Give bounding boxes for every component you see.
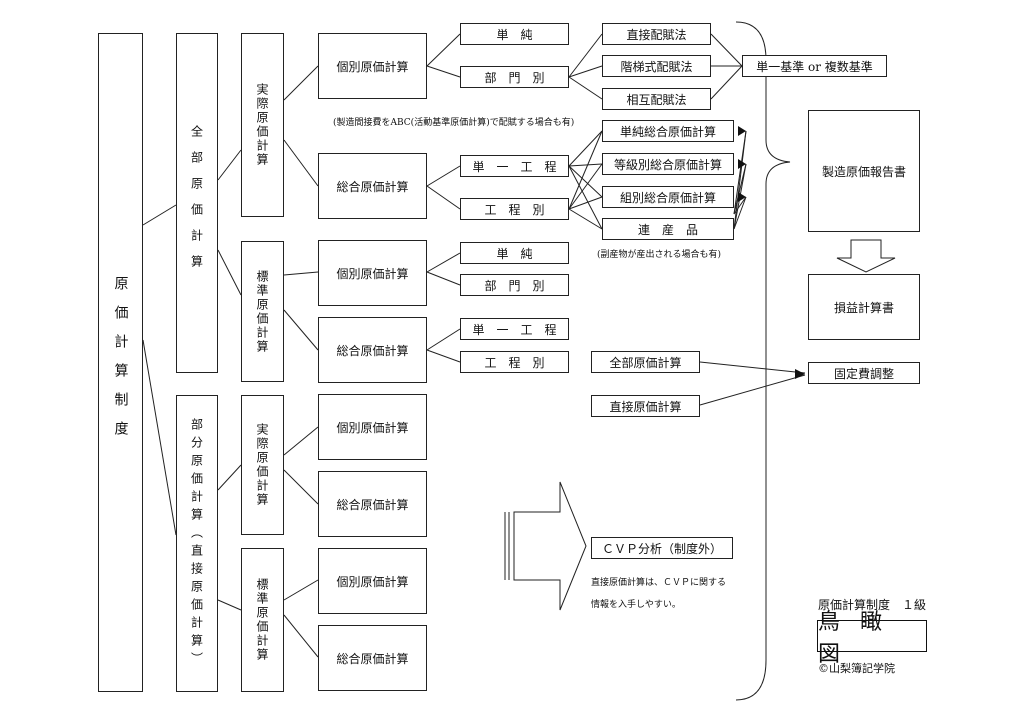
- full-cost-label: 全部原価計算: [189, 125, 204, 281]
- department-box-1: 部 門 別: [460, 66, 569, 88]
- actual-full-label: 実際原価計算: [255, 83, 269, 167]
- label: ＣＶＰ分析（制度外）: [601, 541, 722, 556]
- simple-box-1: 単 純: [460, 23, 569, 45]
- label: 直接原価計算: [609, 399, 682, 414]
- copyright: ©山梨簿記学院: [818, 662, 895, 675]
- group-process-box: 組別総合原価計算: [602, 186, 734, 208]
- direct-cost-calc-box: 直接原価計算: [591, 395, 700, 417]
- label: 直接配賦法: [626, 27, 687, 42]
- label: 階梯式配賦法: [620, 59, 693, 74]
- process-actual-full: 総合原価計算: [318, 153, 427, 219]
- footer-title: 鳥瞰図: [818, 610, 903, 667]
- label: 単 一 工 程: [472, 322, 557, 337]
- joint-products-box: 連 産 品: [602, 218, 734, 240]
- standard-partial-box: 標準原価計算: [241, 548, 284, 692]
- grade-process-box: 等級別総合原価計算: [602, 153, 734, 175]
- label: 総合原価計算: [336, 179, 409, 194]
- fixed-cost-adjust-box: 固定費調整: [808, 362, 920, 384]
- label: 単一基準 or 複数基準: [756, 59, 873, 74]
- label: 単純総合原価計算: [619, 124, 716, 139]
- label: 組別総合原価計算: [619, 190, 716, 205]
- income-statement-box: 損益計算書: [808, 274, 920, 340]
- process-by-box-2: 工 程 別: [460, 351, 569, 373]
- standard-partial-label: 標準原価計算: [255, 578, 269, 662]
- label: 総合原価計算: [336, 651, 409, 666]
- label: 損益計算書: [833, 300, 894, 315]
- basis-box: 単一基準 or 複数基準: [742, 55, 887, 77]
- manufacturing-report-box: 製造原価報告書: [808, 110, 920, 232]
- label: 個別原価計算: [336, 574, 409, 589]
- label: 単 純: [496, 27, 533, 42]
- individual-standard-partial: 個別原価計算: [318, 548, 427, 614]
- label: 個別原価計算: [336, 59, 409, 74]
- label: 部 門 別: [484, 278, 545, 293]
- full-cost-calc-box: 全部原価計算: [591, 351, 700, 373]
- label: 単 純: [496, 246, 533, 261]
- partial-cost-label: 部分原価計算（直接原価計算）: [189, 417, 204, 670]
- label: 総合原価計算: [336, 497, 409, 512]
- individual-standard-full: 個別原価計算: [318, 240, 427, 306]
- cvp-note-2: 情報を入手しやすい。: [591, 600, 681, 610]
- label: 単 一 工 程: [472, 159, 557, 174]
- process-actual-partial: 総合原価計算: [318, 471, 427, 537]
- process-standard-partial: 総合原価計算: [318, 625, 427, 691]
- single-process-box-1: 単 一 工 程: [460, 155, 569, 177]
- actual-partial-label: 実際原価計算: [255, 423, 269, 507]
- label: 相互配賦法: [626, 92, 687, 107]
- label: 工 程 別: [484, 355, 545, 370]
- standard-full-box: 標準原価計算: [241, 241, 284, 382]
- label: 製造原価報告書: [821, 164, 906, 179]
- label: 等級別総合原価計算: [613, 157, 722, 172]
- actual-full-box: 実際原価計算: [241, 33, 284, 217]
- label: 個別原価計算: [336, 420, 409, 435]
- label: 連 産 品: [637, 222, 698, 237]
- individual-actual-partial: 個別原価計算: [318, 394, 427, 460]
- label: 全部原価計算: [609, 355, 682, 370]
- single-process-box-2: 単 一 工 程: [460, 318, 569, 340]
- cvp-note-1: 直接原価計算は、ＣＶＰに関する: [591, 578, 727, 588]
- footer-label: 原価計算制度 １級: [818, 598, 927, 612]
- label: 総合原価計算: [336, 343, 409, 358]
- cvp-box: ＣＶＰ分析（制度外）: [591, 537, 733, 559]
- step-allocation-box: 階梯式配賦法: [602, 55, 711, 77]
- partial-cost-box: 部分原価計算（直接原価計算）: [176, 395, 218, 692]
- label: 工 程 別: [484, 202, 545, 217]
- department-box-2: 部 門 別: [460, 274, 569, 296]
- reciprocal-allocation-box: 相互配賦法: [602, 88, 711, 110]
- label: 固定費調整: [833, 366, 894, 381]
- label: 部 門 別: [484, 70, 545, 85]
- root-box: 原価計算制度: [98, 33, 143, 692]
- individual-actual-full: 個別原価計算: [318, 33, 427, 99]
- label: 個別原価計算: [336, 266, 409, 281]
- root-label: 原価計算制度: [112, 275, 129, 450]
- actual-partial-box: 実際原価計算: [241, 395, 284, 535]
- footer-title-box: 鳥瞰図: [817, 610, 927, 667]
- process-by-box-1: 工 程 別: [460, 198, 569, 220]
- byproduct-note: (副産物が産出される場合も有): [597, 250, 722, 260]
- abc-note: (製造間接費をABC(活動基準原価計算)で配賦する場合も有): [333, 118, 575, 128]
- simple-process-box: 単純総合原価計算: [602, 120, 734, 142]
- process-standard-full: 総合原価計算: [318, 317, 427, 383]
- direct-allocation-box: 直接配賦法: [602, 23, 711, 45]
- simple-box-2: 単 純: [460, 242, 569, 264]
- standard-full-label: 標準原価計算: [255, 269, 269, 354]
- full-cost-box: 全部原価計算: [176, 33, 218, 373]
